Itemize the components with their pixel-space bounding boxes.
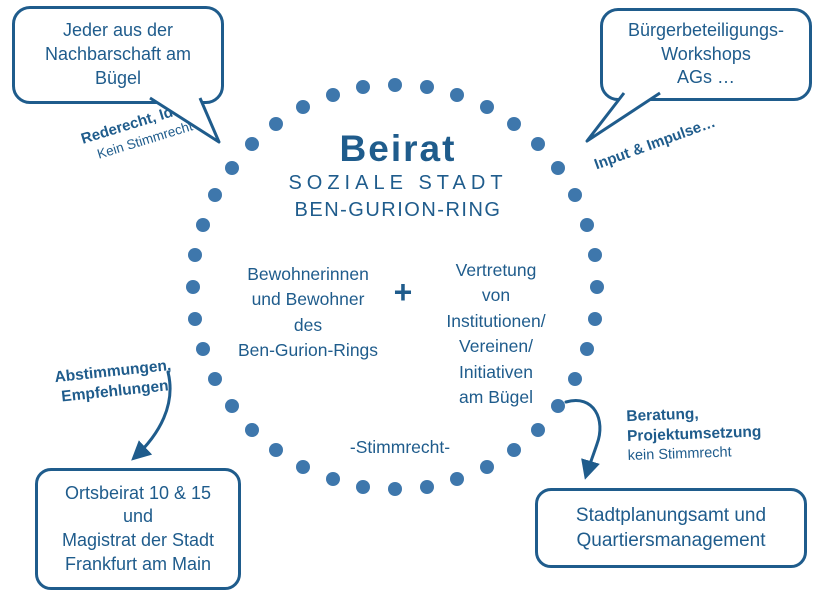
group-residents: Bewohnerinnen und Bewohner des Ben-Gurio… <box>237 264 379 361</box>
label-input-impulse-bold: Input & Impulse… <box>592 113 718 174</box>
circle-dot <box>195 217 210 232</box>
circle-dot <box>587 248 602 263</box>
circle-dot <box>269 443 284 458</box>
circle-dot <box>567 188 582 203</box>
circle-dot <box>188 248 203 263</box>
circle-dot <box>208 188 223 203</box>
label-beratung-bold: Beratung, Projektumsetzung <box>626 405 762 446</box>
circle-dot <box>388 482 402 496</box>
arrow-to-stadtplanungsamt <box>564 399 602 480</box>
diagram-subtitle-2: BEN-GURION-RING <box>294 199 502 221</box>
label-input-impulse: Input & Impulse… <box>577 108 732 180</box>
circle-dot <box>551 398 566 413</box>
circle-dot <box>530 137 545 152</box>
circle-dot <box>450 472 465 487</box>
label-abstimmungen: Abstimmungen, Empfehlungen <box>38 354 189 410</box>
circle-dot <box>188 311 203 326</box>
circle-dot <box>587 311 602 326</box>
circle-dot <box>356 479 371 494</box>
group-institutions: Vertretung von Institutionen/ Vereinen/ … <box>446 260 546 407</box>
circle-dot <box>530 422 545 437</box>
bubble-neighbourhood: Jeder aus der Nachbarschaft am Bügel <box>12 6 224 104</box>
label-beratung: Beratung, Projektumsetzung kein Stimmrec… <box>626 401 803 466</box>
circle-dot <box>419 80 434 95</box>
circle-dot <box>224 398 239 413</box>
circle-dot <box>479 100 494 115</box>
circle-dot <box>479 459 494 474</box>
circle-dot <box>356 80 371 95</box>
box-ortsbeirat-magistrat: Ortsbeirat 10 & 15 und Magistrat der Sta… <box>35 468 241 590</box>
circle-dot <box>245 422 260 437</box>
circle-dot <box>245 137 260 152</box>
plus-sign: + <box>393 274 413 310</box>
circle-dot <box>580 217 595 232</box>
circle-dot <box>186 280 200 294</box>
circle-dot <box>195 342 210 357</box>
circle-dot <box>208 371 223 386</box>
circle-dot <box>506 443 521 458</box>
circle-dot <box>325 87 340 102</box>
diagram-title: Beirat <box>339 128 457 169</box>
box-stadtplanungsamt: Stadtplanungsamt und Quartiersmanagement <box>535 488 807 568</box>
diagram-subtitle-1: SOZIALE STADT <box>288 172 508 194</box>
circle-dot <box>296 459 311 474</box>
circle-dot <box>325 472 340 487</box>
circle-dot <box>580 342 595 357</box>
bubble-workshops: Bürgerbeteiligungs- Workshops AGs … <box>600 8 812 101</box>
circle-dot <box>506 116 521 131</box>
circle-dot <box>388 78 402 92</box>
circle-dot <box>296 100 311 115</box>
circle-dot <box>567 371 582 386</box>
voting-right-note: -Stimmrecht- <box>349 437 451 457</box>
circle-dot <box>419 479 434 494</box>
label-abstimmungen-bold: Abstimmungen, Empfehlungen <box>53 356 173 406</box>
circle-dot <box>590 280 604 294</box>
circle-dot <box>450 87 465 102</box>
circle-dot <box>269 116 284 131</box>
circle-dot <box>224 161 239 176</box>
circle-dot <box>551 161 566 176</box>
